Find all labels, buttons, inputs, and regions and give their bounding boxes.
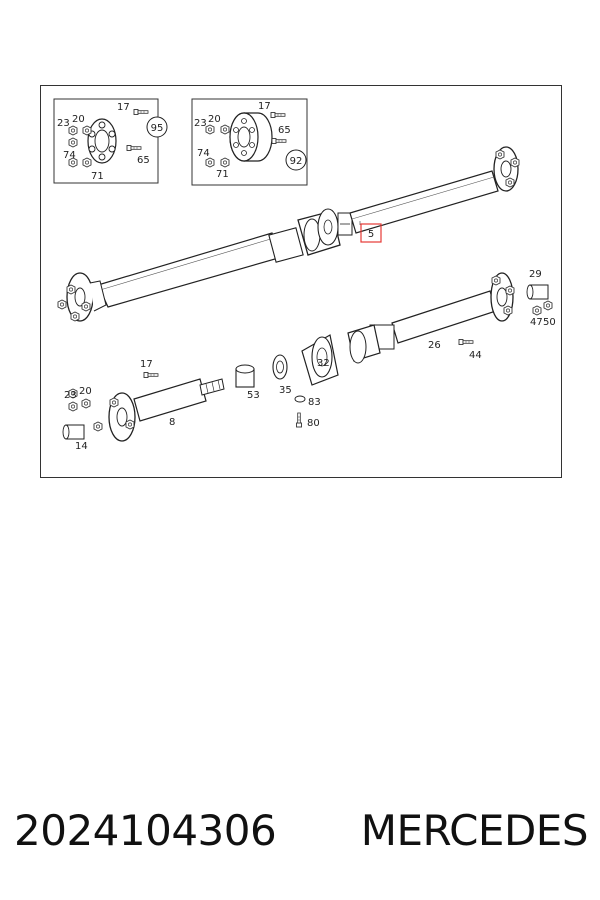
brand-name: MERCEDES	[360, 805, 589, 855]
exploded-parts-diagram: 95 17 23 20 74 71 65 92 17 23 20 65 74 7…	[40, 85, 562, 478]
nut-icon	[93, 421, 103, 432]
nut-icon	[220, 157, 230, 168]
upper-driveshaft: 5	[57, 146, 520, 322]
part-label: 23	[64, 390, 77, 401]
part-label: 53	[247, 390, 260, 401]
part-label: 20	[208, 114, 221, 125]
lower-exploded-parts: 29 47 50 26 44 32 35 83 80 53 17 23 20 8…	[62, 269, 556, 452]
part-number: 2024104306	[14, 805, 277, 855]
callout-circle	[146, 116, 168, 138]
washer-icon	[294, 395, 306, 403]
nut-icon	[510, 157, 520, 168]
nut-icon	[81, 398, 91, 409]
nut-icon	[57, 299, 67, 310]
part-label: 8	[169, 417, 175, 428]
nut-icon	[505, 285, 515, 296]
part-label: 50	[543, 317, 556, 328]
part-label: 83	[308, 397, 321, 408]
nut-icon	[505, 177, 515, 188]
nut-icon	[205, 157, 215, 168]
part-label: 74	[197, 148, 210, 159]
nut-icon	[220, 124, 230, 135]
part-label: 29	[529, 269, 542, 280]
part-label: 17	[117, 102, 130, 113]
part-label: 26	[428, 340, 441, 351]
part-label: 65	[278, 125, 291, 136]
nut-icon	[82, 157, 92, 168]
nut-icon	[495, 149, 505, 160]
part-label: 20	[72, 114, 85, 125]
part-label: 32	[317, 358, 330, 369]
callout-number: 95	[151, 123, 164, 134]
nut-icon	[532, 305, 542, 316]
nut-icon	[503, 305, 513, 316]
part-label: 23	[194, 118, 207, 129]
nut-icon	[109, 397, 119, 408]
part-info-footer: 2024104306 MERCEDES	[0, 800, 600, 860]
part-label: 65	[137, 155, 150, 166]
part-label: 20	[79, 386, 92, 397]
nut-icon	[68, 125, 78, 136]
inset-right: 92 17 23 20 65 74 71	[191, 98, 308, 186]
part-label: 74	[63, 150, 76, 161]
part-label: 17	[258, 101, 271, 112]
highlight-box	[360, 223, 382, 243]
nut-icon	[543, 300, 553, 311]
nut-icon	[491, 275, 501, 286]
part-label: 71	[216, 169, 229, 180]
ring-icon	[272, 354, 288, 380]
flex-disc-icon	[87, 118, 117, 164]
part-label: 23	[57, 118, 70, 129]
nut-icon	[205, 124, 215, 135]
nut-icon	[81, 301, 91, 312]
inset-left: 95 17 23 20 74 71 65	[53, 98, 168, 184]
nut-icon	[125, 419, 135, 430]
part-label: 14	[75, 441, 88, 452]
callout-number: 92	[290, 156, 303, 167]
nut-icon	[70, 311, 80, 322]
part-label: 17	[140, 359, 153, 370]
part-label: 80	[307, 418, 320, 429]
part-label: 44	[469, 350, 482, 361]
nut-icon	[68, 137, 78, 148]
nut-icon	[82, 125, 92, 136]
part-label: 35	[279, 385, 292, 396]
nut-icon	[66, 284, 76, 295]
callout-circle	[285, 149, 307, 171]
part-label: 71	[91, 171, 104, 182]
part-label: 47	[530, 317, 543, 328]
highlighted-part-label: 5	[368, 229, 374, 240]
nut-icon	[68, 401, 78, 412]
